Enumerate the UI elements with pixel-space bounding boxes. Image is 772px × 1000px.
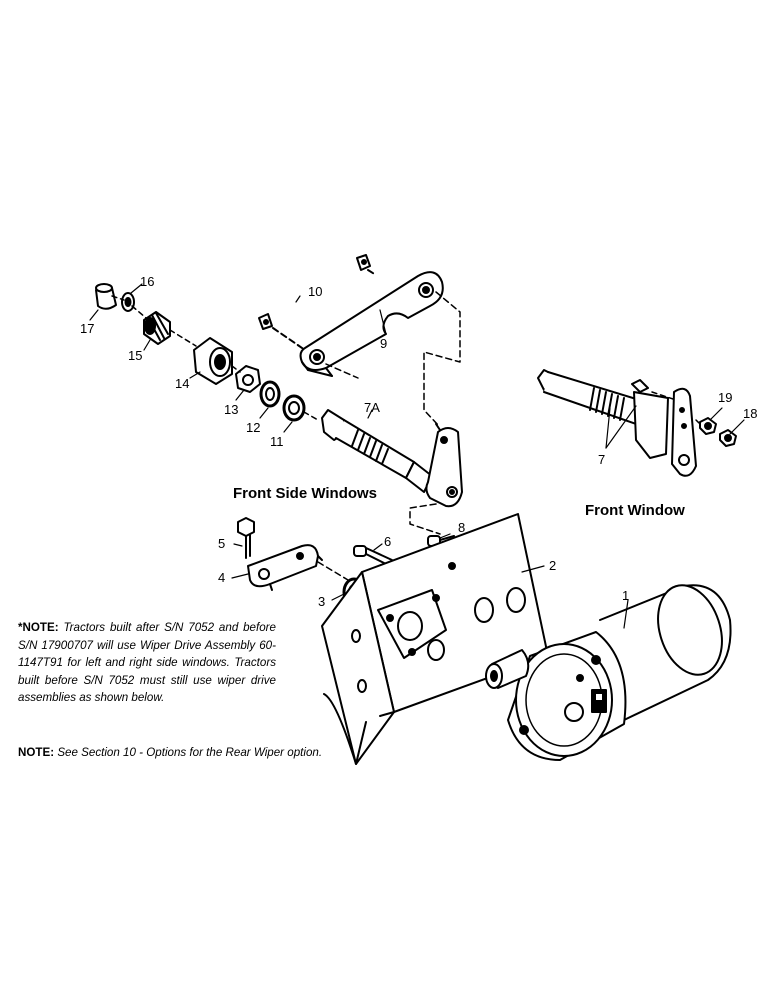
callout-5: 5	[218, 536, 225, 551]
part-15-knurled-adapter	[143, 311, 171, 345]
part-7a-side-wiper-shaft	[321, 409, 463, 508]
callout-16: 16	[140, 274, 154, 289]
part-16-washer	[121, 292, 135, 312]
part-19-nut	[699, 417, 717, 435]
callout-2: 2	[549, 558, 556, 573]
callout-13: 13	[224, 402, 238, 417]
part-9-link-bar	[299, 271, 444, 377]
label-front-side-windows: Front Side Windows	[233, 485, 377, 502]
callout-1: 1	[622, 588, 629, 603]
label-front-window: Front Window	[585, 502, 685, 519]
part-5-bolt	[237, 517, 255, 559]
part-1-wiper-motor	[485, 584, 732, 761]
part-13-hex-nut	[235, 365, 261, 393]
serial-number-note: *NOTE: Tractors built after S/N 7052 and…	[18, 619, 276, 707]
part-14-bushing	[193, 337, 233, 385]
note2-label: NOTE:	[18, 746, 55, 759]
part-10-clip-left	[258, 313, 273, 330]
callout-14: 14	[175, 376, 189, 391]
note1-label: *NOTE:	[18, 621, 59, 634]
callout-18: 18	[743, 406, 757, 421]
part-17-acorn-nut	[95, 283, 117, 310]
part-4-bracket	[247, 544, 323, 591]
callout-10: 10	[308, 284, 322, 299]
part-11-flat-washer	[282, 394, 306, 422]
callout-17: 17	[80, 321, 94, 336]
callout-6: 6	[384, 534, 391, 549]
callout-9: 9	[380, 336, 387, 351]
part-10-clip-top	[356, 254, 371, 271]
callout-15: 15	[128, 348, 142, 363]
callout-8: 8	[458, 520, 465, 535]
callout-4: 4	[218, 570, 225, 585]
callout-11: 11	[270, 434, 284, 449]
callout-3: 3	[318, 594, 325, 609]
note1-text: Tractors built after S/N 7052 and before…	[18, 621, 276, 705]
callout-19: 19	[718, 390, 732, 405]
part-7-front-wiper-shaft	[537, 369, 697, 477]
part-18-nut	[719, 429, 737, 447]
callout-7: 7	[598, 452, 605, 467]
callout-7a: 7A	[364, 400, 380, 415]
rear-wiper-note: NOTE: See Section 10 - Options for the R…	[18, 746, 418, 759]
note2-text: See Section 10 - Options for the Rear Wi…	[57, 746, 323, 759]
part-12-lock-washer	[259, 380, 281, 408]
callout-12: 12	[246, 420, 260, 435]
